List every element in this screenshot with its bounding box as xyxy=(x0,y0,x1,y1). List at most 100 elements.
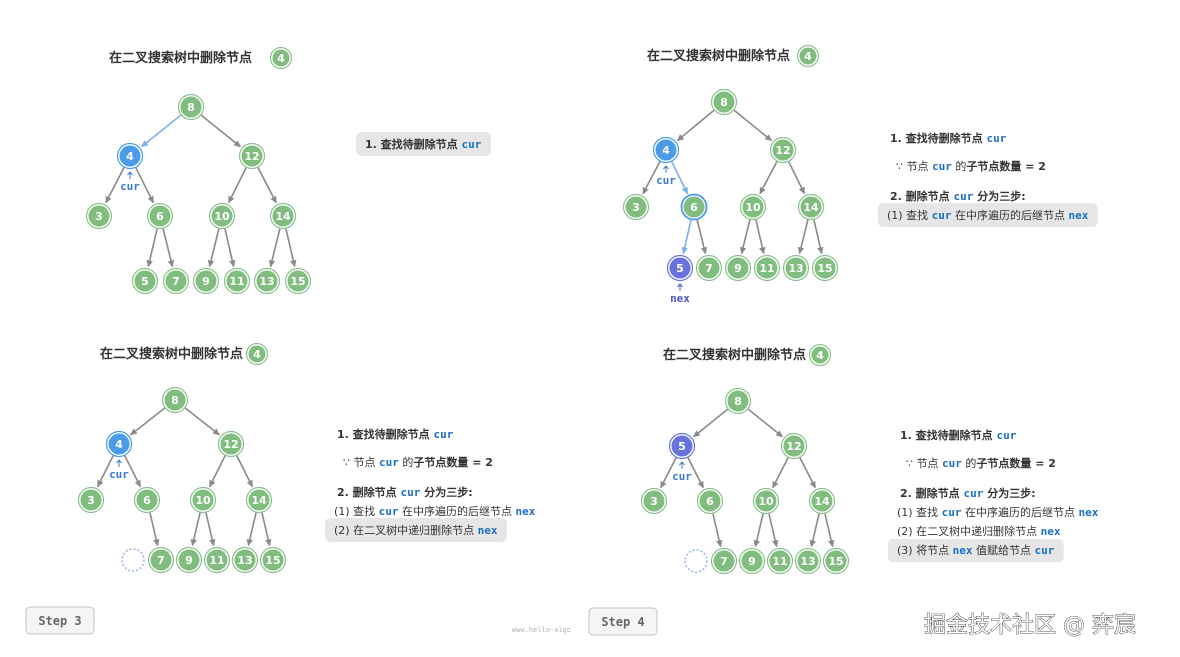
step-text-segment: ∵ 节点 xyxy=(906,457,942,470)
edge-arrowhead xyxy=(290,259,297,268)
step-code: cur xyxy=(1034,544,1054,557)
step-badge xyxy=(25,606,95,635)
edge-arrowhead xyxy=(798,186,805,195)
tree-node xyxy=(783,435,805,457)
tree-edge xyxy=(759,161,778,195)
tree-node xyxy=(180,96,202,118)
tree-node xyxy=(220,433,242,455)
edge-arrowhead xyxy=(681,186,688,195)
edge-arrowhead xyxy=(697,480,704,489)
tree-node-label: 13 xyxy=(800,555,815,568)
tree-node-label: 3 xyxy=(650,495,658,508)
edge-arrowhead xyxy=(246,479,253,488)
step-badge xyxy=(588,607,658,636)
tree-node-label: 11 xyxy=(229,275,244,288)
tree-node xyxy=(150,549,172,571)
tree-node xyxy=(226,270,248,292)
tree-node xyxy=(178,549,200,571)
step-code: cur xyxy=(987,132,1007,145)
edge-arrowhead xyxy=(130,428,138,436)
tree-node xyxy=(211,205,233,227)
pointer-arrow xyxy=(127,171,133,179)
tree-node xyxy=(192,489,214,511)
pointer-label-cur: cur xyxy=(672,470,692,483)
step-text-segment: (2) 在二叉树中递归删除节点 xyxy=(897,524,1041,538)
edge-arrowhead xyxy=(692,430,701,438)
edge-arrowhead xyxy=(207,259,215,268)
edge-arrowhead xyxy=(772,480,779,489)
tree-node-label: 15 xyxy=(828,555,843,568)
tree-node-label: 11 xyxy=(772,555,787,568)
step-text-segment: (3) 将节点 xyxy=(897,544,953,557)
tree-node xyxy=(800,196,822,218)
step-code: cur xyxy=(932,209,952,222)
tree-node xyxy=(797,550,819,572)
tree-node xyxy=(756,257,778,279)
tree-node-label: 5 xyxy=(676,262,684,275)
title-badge-label: 4 xyxy=(804,50,812,63)
tree-node xyxy=(683,196,705,218)
removed-node-placeholder xyxy=(121,548,145,572)
tree-edge xyxy=(733,109,772,142)
step-text-segment: = 2 xyxy=(1021,160,1046,173)
step-text-segment: (1) 查找 xyxy=(887,208,932,222)
step-line: (2) 在二叉树中递归删除节点 nex xyxy=(334,523,498,537)
step-line: (1) 查找 cur 在中序遍历的后继节点 nex xyxy=(897,505,1099,519)
tree-node-label: 7 xyxy=(705,262,713,275)
footer-url: www.hello-algo xyxy=(512,626,571,634)
current-step-highlight xyxy=(356,132,491,156)
tree-node xyxy=(811,490,833,512)
edge-arrowhead xyxy=(759,186,766,195)
edge-arrowhead xyxy=(809,539,816,548)
tree-node-label: 6 xyxy=(156,210,164,223)
tree-node-label: 15 xyxy=(265,554,280,567)
step-text-segment: 1. 查找待删除节点 xyxy=(890,131,987,145)
step-text-segment: 在中序遍历的后继节点 xyxy=(398,504,515,518)
tree-node xyxy=(643,490,665,512)
step-code: cur xyxy=(379,456,399,469)
tree-node-label: 14 xyxy=(275,210,291,223)
step-line: (1) 查找 cur 在中序遍历的后继节点 nex xyxy=(334,504,536,518)
tree-node xyxy=(287,270,309,292)
panel-title: 在二叉搜索树中删除节点 xyxy=(109,50,252,66)
tree-node-label: 10 xyxy=(758,495,774,508)
tree-node xyxy=(248,489,270,511)
tree-node-label: 9 xyxy=(202,275,210,288)
tree-node-label: 4 xyxy=(126,150,134,163)
tree-node xyxy=(741,550,763,572)
tree-node xyxy=(136,489,158,511)
tree-node xyxy=(785,257,807,279)
tree-node-label: 7 xyxy=(720,555,728,568)
panel-title: 在二叉搜索树中删除节点 xyxy=(647,48,790,64)
step-line: 1. 查找待删除节点 cur xyxy=(365,137,482,151)
tree-node-label: 6 xyxy=(706,495,714,508)
step-code: cur xyxy=(379,505,399,518)
tree-node-label: 3 xyxy=(632,201,640,214)
tree-edge xyxy=(224,228,235,267)
step-text-segment: 子节点数量 xyxy=(976,456,1031,470)
step-code: nex xyxy=(1078,506,1098,519)
step-line: 2. 删除节点 cur 分为三步: xyxy=(890,189,1026,203)
tree-edge xyxy=(747,408,783,438)
tree-node xyxy=(195,270,217,292)
edge-arrowhead xyxy=(775,430,784,438)
step-text-segment: 值赋给节点 xyxy=(972,544,1034,557)
step-text-segment: 分为三步: xyxy=(973,189,1025,203)
edge-arrowhead xyxy=(147,195,154,204)
step-line: 2. 删除节点 cur 分为三步: xyxy=(900,486,1036,500)
tree-node-label: 4 xyxy=(115,438,123,451)
edge-arrowhead xyxy=(246,538,253,547)
tree-edge xyxy=(184,407,220,436)
tree-node xyxy=(769,550,791,572)
tree-edge xyxy=(162,228,174,267)
tree-node xyxy=(134,270,156,292)
tree-node-label: 7 xyxy=(172,275,180,288)
pointer-arrow xyxy=(679,461,685,469)
pointer-arrow xyxy=(663,165,669,173)
tree-node xyxy=(272,205,294,227)
step-text-segment: 2. 删除节点 xyxy=(890,189,954,203)
tree-edge xyxy=(285,228,296,267)
edge-arrowhead xyxy=(190,538,197,547)
